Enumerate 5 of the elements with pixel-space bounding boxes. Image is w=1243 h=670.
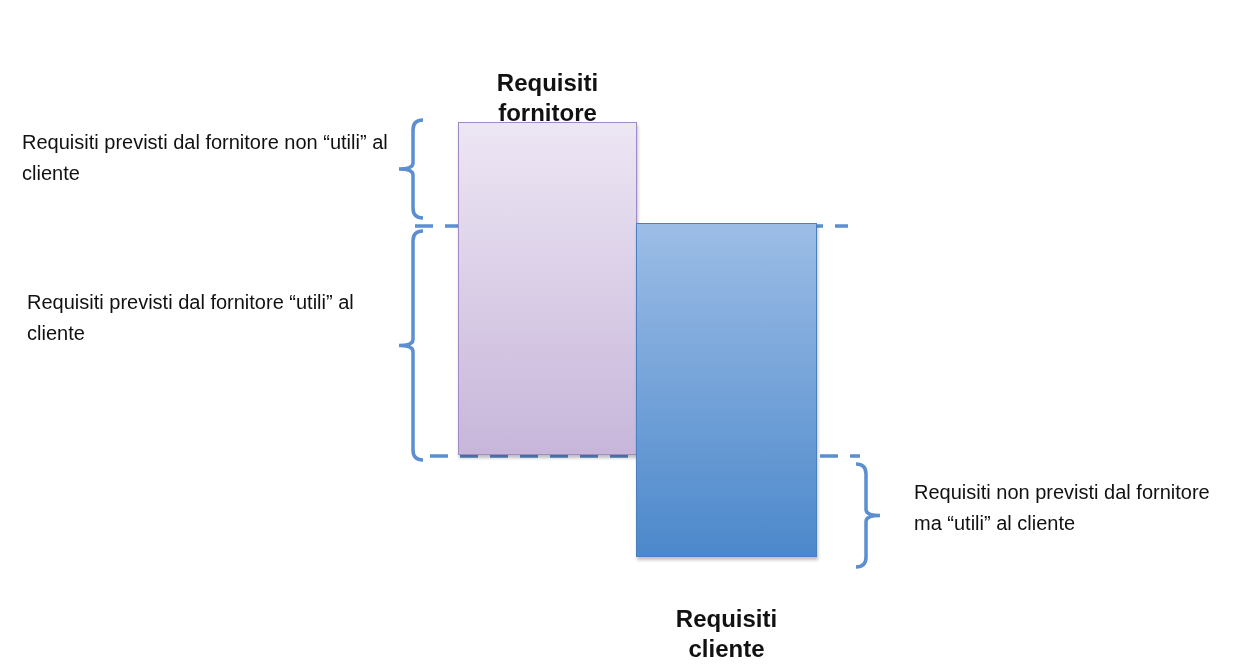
bar-heading: Requisiti fornitore <box>495 68 600 128</box>
bracket-caption: Requisiti non previsti dal fornitore ma “utili” al cliente <box>914 480 1211 536</box>
bar-heading: Requisiti cliente <box>674 604 779 664</box>
bracket-caption: Requisiti previsti dal fornitore non “utili” al cliente <box>22 130 389 186</box>
bracket-caption: Requisiti previsti dal fornitore “utili” al cliente <box>27 290 355 346</box>
